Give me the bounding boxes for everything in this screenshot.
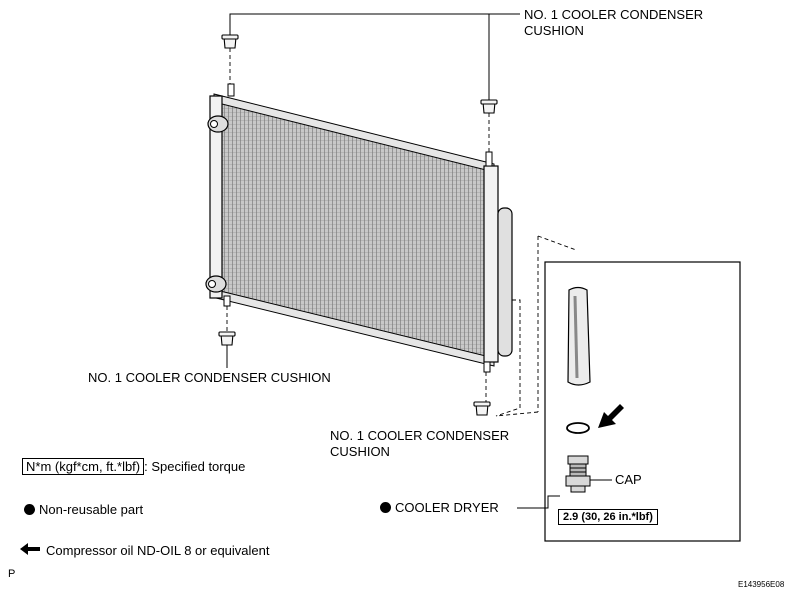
- left-upper-bracket: [207, 115, 229, 133]
- cooler-dryer-text: COOLER DRYER: [395, 500, 499, 515]
- torque-value-box: 2.9 (30, 26 in.*lbf): [558, 508, 658, 525]
- o-ring: [566, 422, 590, 434]
- legend-compressor-oil: Compressor oil ND-OIL 8 or equivalent: [46, 543, 270, 558]
- desiccant-bag: [567, 286, 591, 386]
- cushion-label-bottom-right: NO. 1 COOLER CONDENSER CUSHION: [330, 428, 509, 460]
- non-reusable-bullet-icon: [380, 502, 391, 513]
- legend-non-reusable: Non-reusable part: [24, 502, 143, 518]
- cushion-label-bottom-right-line2: CUSHION: [330, 444, 390, 459]
- cushion-label-top-line1: NO. 1 COOLER CONDENSER: [524, 7, 704, 22]
- legend-oil-arrow-icon: [20, 543, 40, 555]
- assembly-dashed-lines: [226, 48, 577, 417]
- cushion-label-top-line2: CUSHION: [524, 23, 584, 38]
- footer-left-mark: P: [8, 568, 16, 580]
- cushion-label-bottom-right-line1: NO. 1 COOLER CONDENSER: [330, 428, 510, 443]
- cap-label: CAP: [615, 472, 642, 487]
- cap-plug: [565, 455, 591, 493]
- legend-torque-desc: : Specified torque: [144, 459, 246, 474]
- figure-code: E143956E08: [738, 580, 785, 589]
- cushion-label-bottom-left: NO. 1 COOLER CONDENSER CUSHION: [88, 370, 331, 385]
- legend-bullet-icon: [24, 504, 35, 515]
- cooler-dryer-detail-box: [544, 261, 741, 542]
- legend-non-reusable-text: Non-reusable part: [39, 502, 144, 517]
- cushion-label-top: NO. 1 COOLER CONDENSER CUSHION: [524, 7, 703, 39]
- cooler-dryer-label: COOLER DRYER: [380, 500, 499, 516]
- oil-arrow-icon: [598, 404, 624, 428]
- cushion-icons: [218, 34, 498, 416]
- condenser-core: [209, 93, 513, 367]
- left-lower-bracket: [205, 275, 227, 293]
- legend-torque: N*m (kgf*cm, ft.*lbf): Specified torque: [22, 458, 246, 475]
- legend-torque-unit: N*m (kgf*cm, ft.*lbf): [22, 458, 145, 475]
- torque-value: 2.9 (30, 26 in.*lbf): [558, 509, 658, 525]
